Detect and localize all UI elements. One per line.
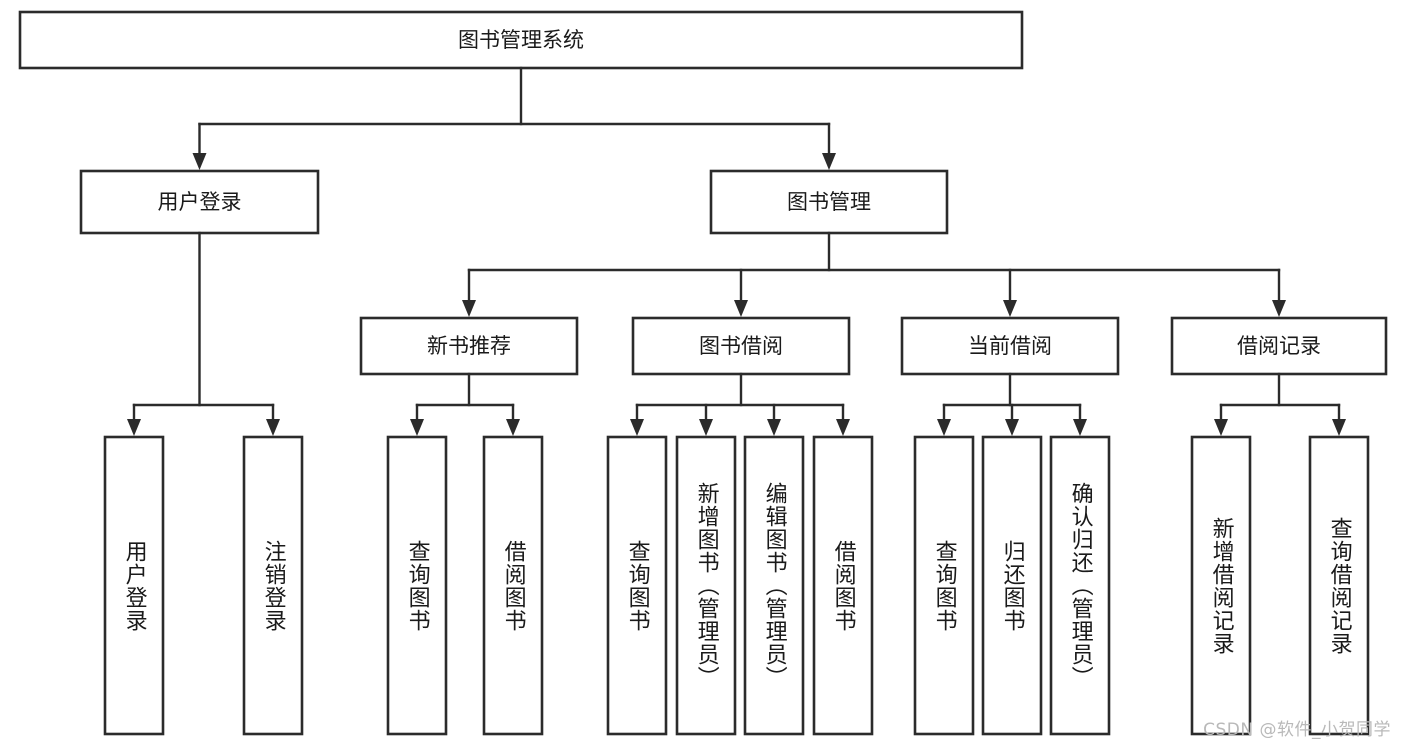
node-box: [18, 10, 1024, 70]
node-归还图书[interactable]: [981, 435, 1043, 736]
node-label: 借阅记录: [1237, 334, 1321, 358]
node-图书借阅[interactable]: 图书借阅: [631, 316, 851, 376]
node-box: [812, 435, 874, 736]
arrow-head-icon: [699, 419, 713, 436]
node-box: [606, 435, 668, 736]
arrow-head-icon: [734, 300, 748, 317]
arrow-head-icon: [506, 419, 520, 436]
node-label: 新书推荐: [427, 334, 511, 358]
node-label: 图书管理: [787, 190, 871, 214]
node-确认归还管理员[interactable]: [1049, 435, 1111, 736]
node-box: [913, 435, 975, 736]
node-借阅图书[interactable]: [812, 435, 874, 736]
node-box: [743, 435, 805, 736]
node-box: [482, 435, 544, 736]
arrow-head-icon: [1003, 300, 1017, 317]
node-box: [1049, 435, 1111, 736]
node-box: [359, 316, 579, 376]
node-借阅图书[interactable]: [482, 435, 544, 736]
arrow-head-icon: [192, 153, 207, 170]
node-当前借阅[interactable]: 当前借阅: [900, 316, 1120, 376]
node-box: [1170, 316, 1388, 376]
arrow-head-icon: [1073, 419, 1087, 436]
node-查询图书[interactable]: [606, 435, 668, 736]
arrow-head-icon: [937, 419, 951, 436]
node-图书管理[interactable]: 图书管理: [709, 169, 949, 235]
node-label: 用户登录: [158, 190, 242, 214]
node-box: [103, 435, 165, 736]
arrow-head-icon: [266, 419, 280, 436]
arrow-head-icon: [767, 419, 781, 436]
node-box: [631, 316, 851, 376]
arrow-head-icon: [127, 419, 141, 436]
node-label: 当前借阅: [968, 334, 1052, 358]
node-box: [981, 435, 1043, 736]
node-编辑图书管理员[interactable]: [743, 435, 805, 736]
node-box: [386, 435, 448, 736]
node-box: [709, 169, 949, 235]
arrow-head-icon: [630, 419, 644, 436]
arrow-head-icon: [822, 153, 836, 170]
node-新增借阅记录[interactable]: [1190, 435, 1252, 736]
node-图书管理系统[interactable]: 图书管理系统: [18, 10, 1024, 70]
node-box: [242, 435, 304, 736]
node-box: [900, 316, 1120, 376]
node-查询图书[interactable]: [913, 435, 975, 736]
arrow-head-icon: [1272, 300, 1286, 317]
arrow-head-icon: [1005, 419, 1019, 436]
node-label: 图书管理系统: [458, 28, 584, 52]
arrow-head-icon: [836, 419, 850, 436]
node-box: [1190, 435, 1252, 736]
node-借阅记录[interactable]: 借阅记录: [1170, 316, 1388, 376]
arrow-head-icon: [410, 419, 424, 436]
node-注销登录[interactable]: [242, 435, 304, 736]
node-box: [675, 435, 737, 736]
node-label: 图书借阅: [699, 334, 783, 358]
node-box: [1308, 435, 1370, 736]
node-用户登录[interactable]: 用户登录: [79, 169, 320, 235]
arrow-head-icon: [1214, 419, 1228, 436]
node-用户登录[interactable]: [103, 435, 165, 736]
arrow-head-icon: [1332, 419, 1346, 436]
node-查询借阅记录[interactable]: [1308, 435, 1370, 736]
node-新书推荐[interactable]: 新书推荐: [359, 316, 579, 376]
node-新增图书管理员[interactable]: [675, 435, 737, 736]
node-查询图书[interactable]: [386, 435, 448, 736]
watermark-text: CSDN @软件_小贺同学: [1203, 720, 1391, 740]
arrow-head-icon: [462, 300, 476, 317]
